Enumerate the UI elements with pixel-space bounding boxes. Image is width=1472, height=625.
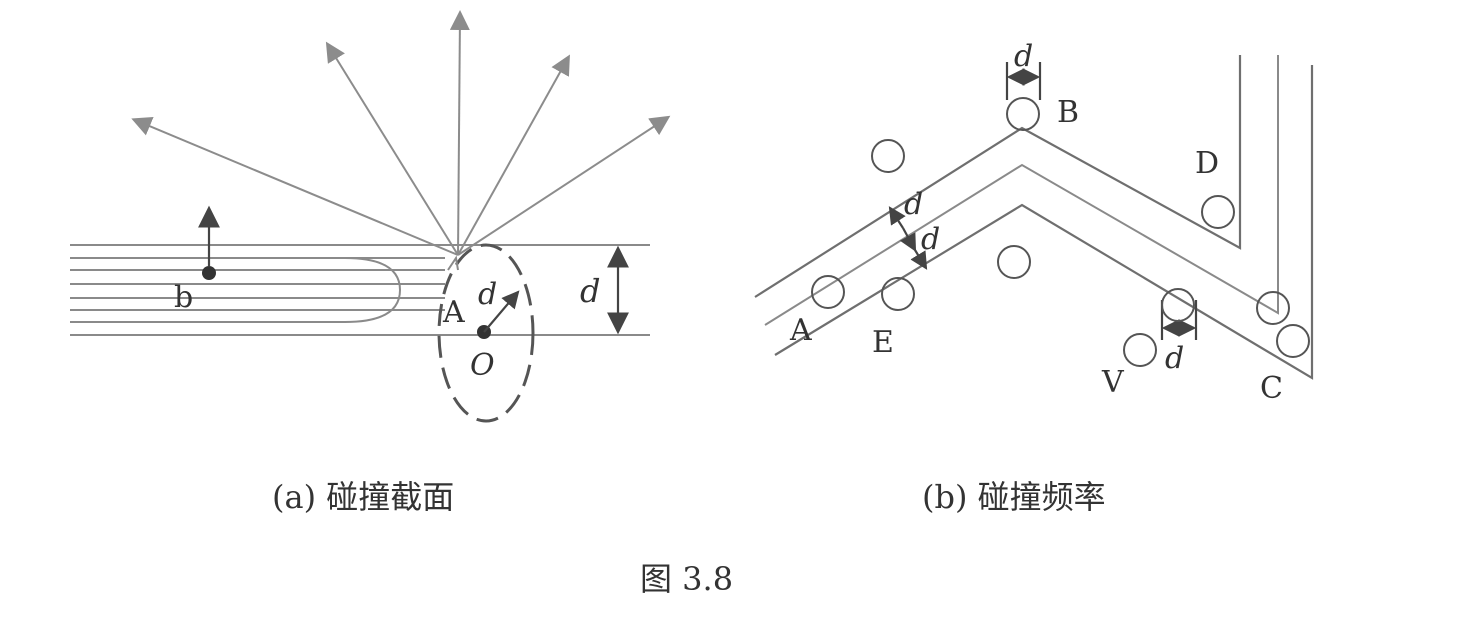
molecule-free-2 (997, 245, 1031, 279)
beam-envelope (70, 257, 402, 323)
label-b-d-mid1: d (904, 187, 923, 222)
label-d-big: d (580, 272, 600, 310)
molecule-traj (1161, 288, 1195, 322)
molecule-E (881, 277, 915, 311)
molecule-B (1006, 97, 1040, 131)
molecule-A (811, 275, 845, 309)
mid-d-arrow-2 (899, 227, 917, 252)
molecule-C1 (1256, 291, 1290, 325)
molecule-D (1201, 195, 1235, 229)
channel-center-line (764, 55, 1279, 326)
label-b-B: B (1057, 95, 1079, 130)
channel-inner-wall (774, 65, 1314, 380)
label-b-C: C (1260, 371, 1283, 406)
target-dashed-ellipse (437, 243, 535, 423)
label-b-D: D (1195, 146, 1219, 181)
scatter-arrow-2 (325, 41, 459, 256)
label-b-d-top: d (1014, 39, 1033, 74)
channel-outer-wall (754, 55, 1242, 298)
scatter-arrow-4 (457, 54, 570, 256)
label-b-V: V (1101, 365, 1125, 400)
scatter-arrow-1 (131, 116, 459, 256)
caption-a: (a) 碰撞截面 (272, 478, 454, 516)
caption-b: (b) 碰撞频率 (922, 478, 1106, 516)
scatter-arrow-5 (457, 115, 671, 256)
subfigure-b: d d d d B D A E V C (754, 39, 1314, 406)
label-O: O (470, 348, 495, 383)
label-b-E: E (872, 325, 894, 360)
mid-d-arrow-1 (888, 206, 906, 229)
radius-d-arrow (483, 290, 520, 333)
point-A-marker (447, 255, 459, 271)
molecule-free-1 (871, 139, 905, 173)
figure-caption: 图 3.8 (640, 560, 733, 598)
label-b: b (174, 280, 193, 315)
subfigure-a: b A d O d (70, 10, 671, 423)
label-b-d-bottom: d (1165, 341, 1184, 376)
particle-b-dot (202, 266, 216, 280)
mid-d-arrow-3 (910, 249, 928, 270)
label-b-d-mid2: d (921, 222, 940, 257)
label-b-A: A (789, 313, 812, 348)
molecule-V (1123, 333, 1157, 367)
label-A: A (442, 295, 465, 330)
label-d-small: d (478, 277, 497, 312)
molecule-C2 (1276, 324, 1310, 358)
scatter-arrow-3 (449, 10, 470, 256)
